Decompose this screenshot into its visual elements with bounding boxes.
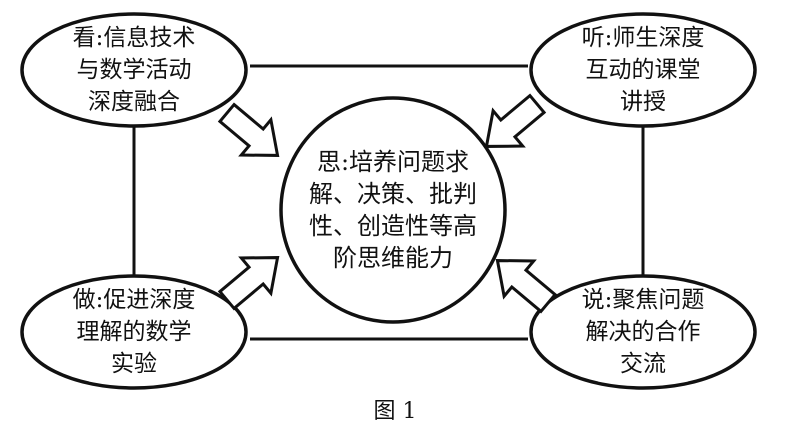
node-think-label: 思:培养问题求 解、决策、批判 性、创造性等高 阶思维能力 [309,148,477,272]
node-see-label: 看:信息技术 与数学活动 深度融合 [72,25,196,115]
arrow-see-to-think [210,93,294,175]
node-speak-label: 说:聚焦问题 解决的合作 交流 [581,287,705,377]
node-see-ellipse [20,12,248,128]
node-speak-ellipse [529,274,757,390]
node-listen-label: 听:师生深度 互动的课堂 讲授 [581,25,705,115]
figure-caption: 图 1 [373,399,417,424]
node-do-ellipse [20,274,248,390]
node-listen-ellipse [529,12,757,128]
node-do-label: 做:促进深度 理解的数学 实验 [72,287,196,377]
node-think-circle [279,96,507,324]
